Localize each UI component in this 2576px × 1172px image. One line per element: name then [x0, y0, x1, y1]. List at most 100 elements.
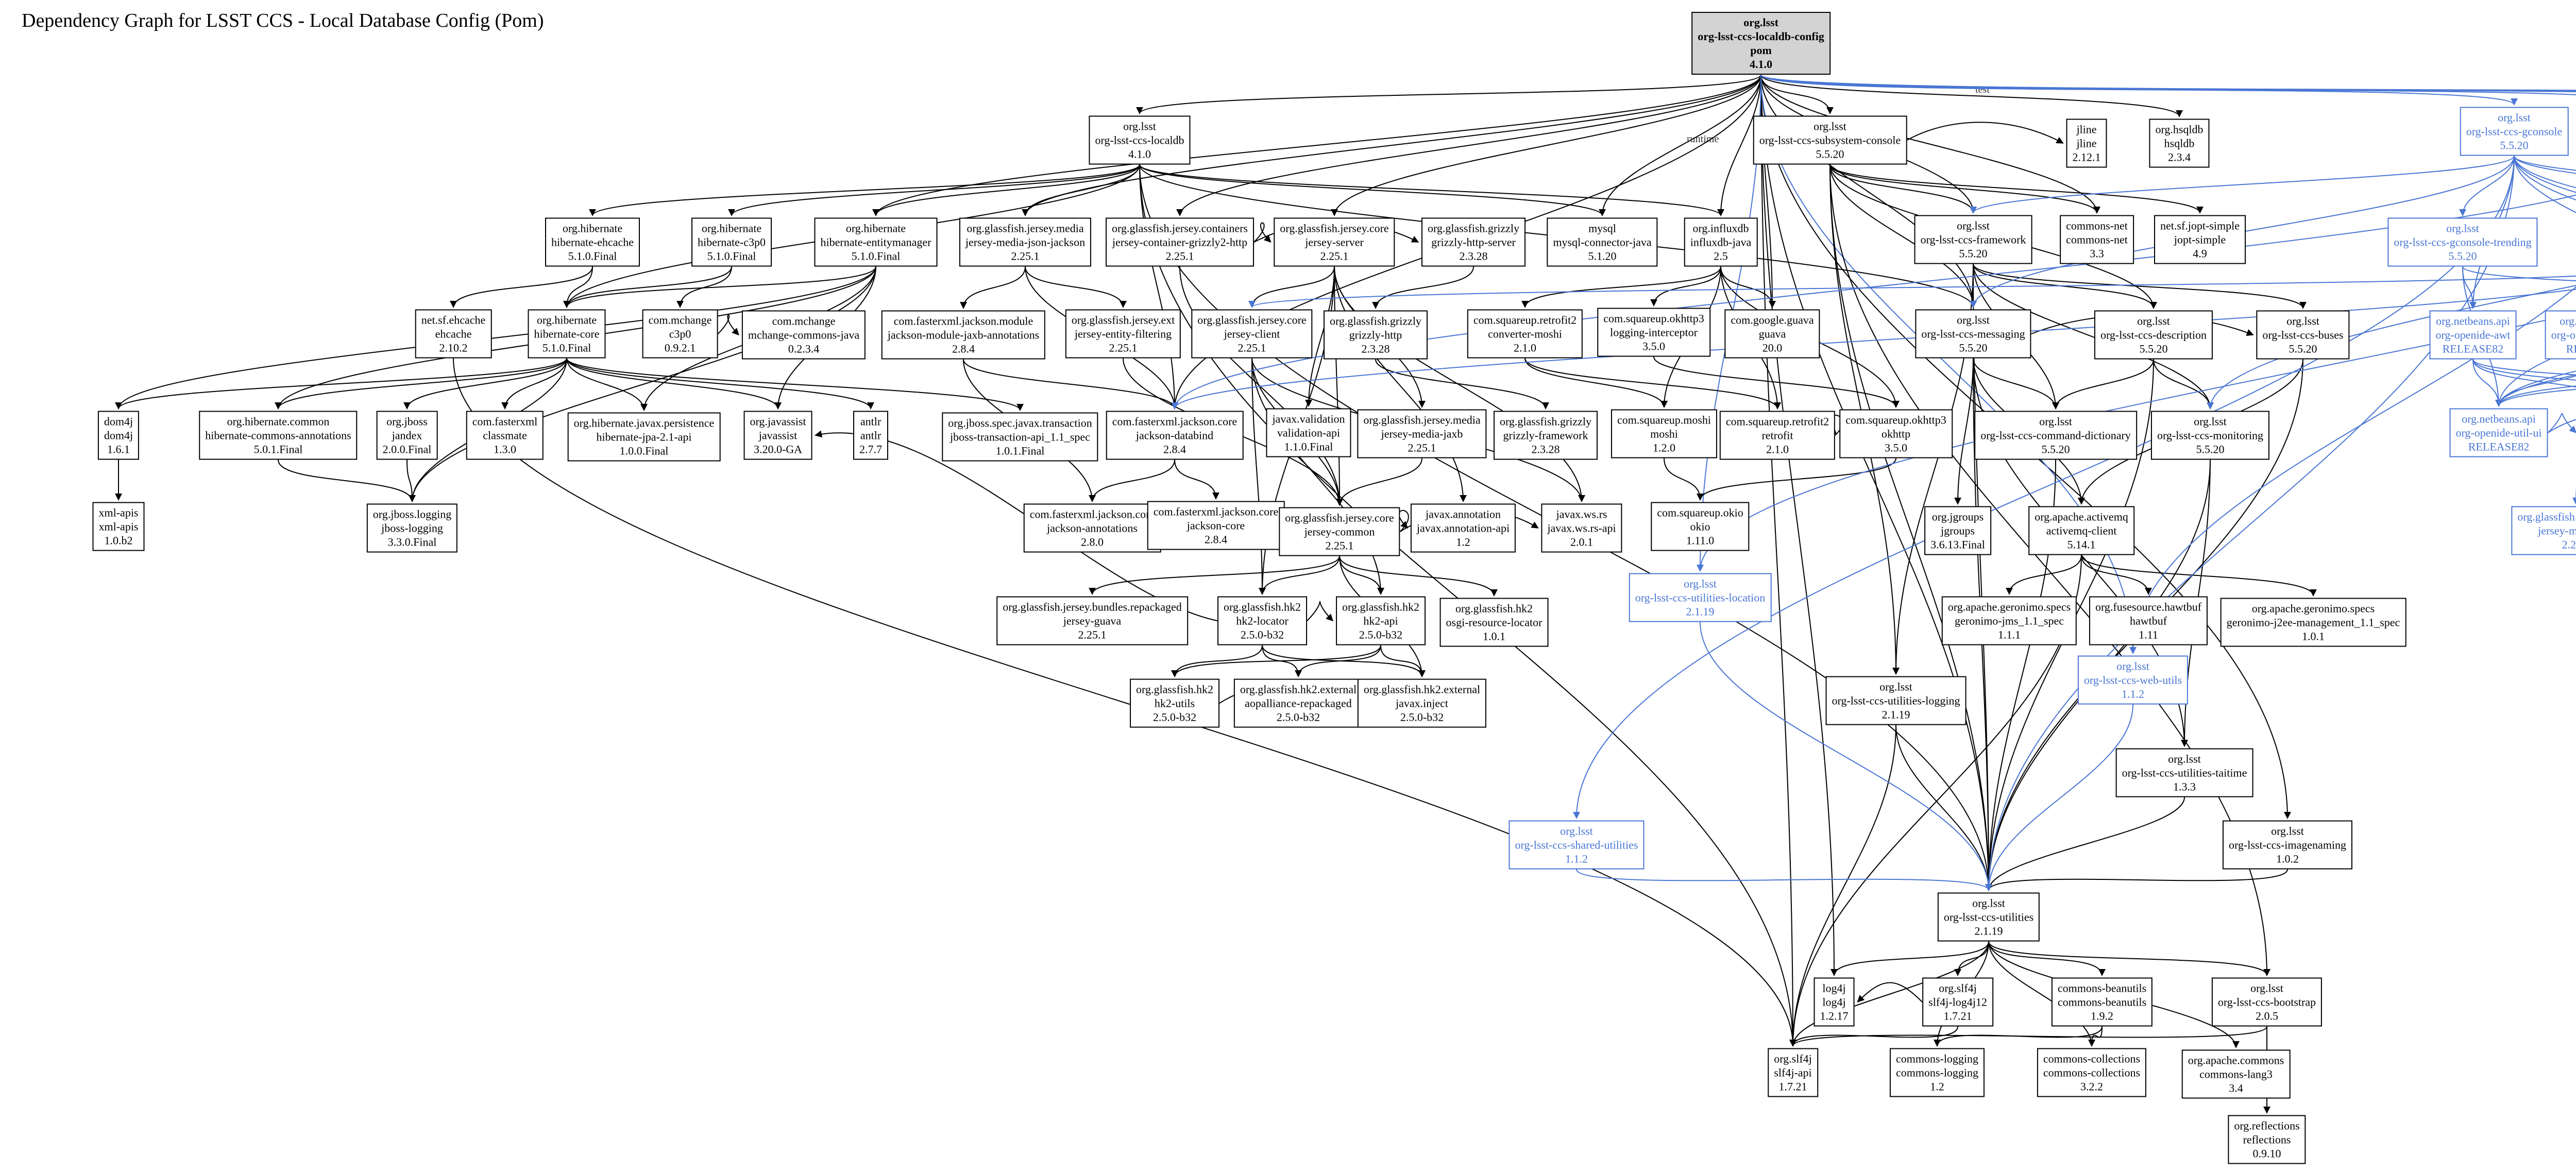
dependency-edge — [2514, 156, 2576, 193]
dependency-edge — [2495, 375, 2576, 407]
node-label-line: 2.12.1 — [2072, 150, 2101, 164]
dependency-edge — [566, 358, 874, 410]
dependency-edge — [1970, 156, 2515, 214]
node-label-line: jersey-container-grizzly2-http — [1112, 235, 1248, 249]
dependency-edge — [566, 358, 782, 410]
dependency-edge — [1829, 164, 1977, 308]
dependency-edge — [1139, 164, 1724, 216]
node-label-line: 5.5.20 — [1959, 247, 1988, 260]
dependency-edge — [2514, 156, 2576, 213]
node-label-line: org.lsst — [1814, 120, 1846, 133]
node-label-line: 5.5.20 — [1816, 147, 1844, 161]
node-label-line: org.netbeans.api — [2462, 412, 2536, 426]
node-label-line: org.hibernate — [701, 222, 762, 235]
node-label-line: 1.0.b2 — [104, 534, 133, 547]
node-label-line: dom4j — [104, 415, 133, 428]
node-label-line: 1.1.2 — [1565, 852, 1588, 865]
node-label-line: org.glassfish.jersey.media — [967, 222, 1084, 235]
node-label-line: 2.25.1 — [2562, 538, 2576, 551]
node-label-line: jline — [2076, 137, 2097, 150]
node-label-line: org.glassfish.hk2.external — [1363, 683, 1481, 696]
dependency-edge — [563, 266, 593, 308]
node-label-line: jersey-media-json-jackson — [965, 235, 1086, 249]
dependency-edge — [1139, 164, 1178, 410]
dependency-edge — [2081, 555, 2317, 597]
node-label-line: jgroups — [1940, 524, 1975, 537]
node-label-line: org-lsst-ccs-utilities-taitime — [2122, 766, 2247, 779]
node-label-line: javax.inject — [1395, 697, 1448, 710]
dependency-edge — [1251, 358, 1384, 595]
node-label-line: 2.25.1 — [1165, 249, 1194, 263]
node-label-line: 5.1.20 — [1588, 249, 1617, 263]
node-label-line: 4.1.0 — [1750, 58, 1772, 71]
node-label-line: validation-api — [1277, 426, 1341, 439]
node-label-line: 2.5 — [1714, 249, 1728, 263]
node-label-line: org.hsqldb — [2155, 123, 2204, 136]
node-label-line: 2.8.4 — [952, 342, 975, 355]
node-label-line: org.hibernate.javax.persistence — [573, 416, 715, 430]
node-label-line: slf4j-log4j12 — [1928, 995, 1987, 1009]
node-label-line: com.squareup.okhttp3 — [1603, 312, 1704, 325]
dependency-edge — [2495, 385, 2576, 407]
node-label-line: jboss-logging — [381, 521, 443, 535]
node-label-line: 2.25.1 — [1238, 341, 1266, 354]
node-label-line: jersey-media-sse — [2538, 524, 2576, 537]
dependency-edge — [563, 266, 876, 308]
node-label-line: com.squareup.okio — [1657, 506, 1743, 519]
node-label-line: 2.25.1 — [1011, 249, 1040, 263]
node-label-line: 0.9.10 — [2252, 1147, 2281, 1160]
node-label-line: org.jgroups — [1931, 510, 1984, 523]
node-label-line: org.reflections — [2234, 1119, 2300, 1132]
node-label-line: 1.11.0 — [1686, 534, 1715, 547]
node-label-line: geronimo-jms_1.1_spec — [1954, 614, 2064, 627]
dependency-edge — [501, 358, 567, 410]
node-label-line: 2.25.1 — [1320, 249, 1349, 263]
node-label-line: org.glassfish.jersey.core — [1197, 313, 1307, 327]
edge-scope-label: runtime — [1687, 133, 1719, 145]
dependency-edge — [1760, 74, 2100, 214]
node-label-line: javax.annotation — [1425, 507, 1501, 521]
node-label-line: org.lsst — [1743, 16, 1778, 29]
node-label-line: jopt-simple — [2174, 233, 2226, 246]
dependency-edge — [1171, 645, 1381, 677]
node-label-line: org.glassfish.jersey.bundles.repackaged — [1003, 600, 1182, 614]
node-label-line: com.squareup.retrofit2 — [1725, 415, 1829, 428]
node-label-line: org-lsst-ccs-framework — [1920, 233, 2026, 246]
node-label-line: jersey-guava — [1063, 614, 1122, 627]
node-label-line: com.fasterxml — [472, 415, 538, 428]
dependency-edge — [872, 74, 1761, 216]
node-label-line: org.lsst — [2168, 752, 2201, 766]
node-label-line: org.jboss.spec.javax.transaction — [948, 416, 1092, 430]
dependency-edge — [2547, 419, 2576, 433]
node-label-line: javassist — [758, 429, 798, 442]
dependency-edge — [1700, 622, 1992, 891]
dependency-edge — [1829, 164, 1992, 891]
node-label-line: RELEASE82 — [2566, 342, 2576, 355]
node-label-line: 5.5.20 — [2139, 342, 2168, 355]
node-label-line: org.lsst — [1957, 313, 1990, 327]
node-label-line: org-lsst-ccs-shared-utilities — [1515, 838, 1638, 852]
node-label-line: 5.0.1.Final — [253, 443, 303, 456]
node-label-line: hsqldb — [2164, 137, 2195, 150]
dependency-edge — [1179, 266, 1343, 506]
node-label-line: jackson-core — [1187, 519, 1245, 532]
